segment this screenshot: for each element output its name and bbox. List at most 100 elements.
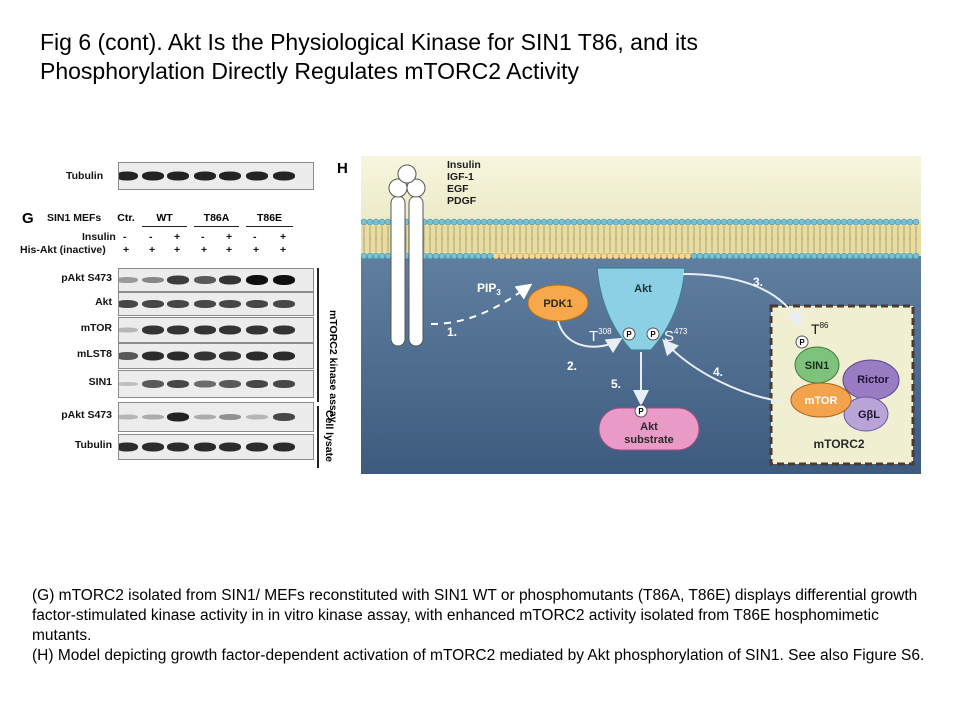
lipid-head-outer (486, 218, 494, 226)
lipid-head-inner (864, 252, 872, 260)
band-lane-4 (194, 300, 216, 308)
panel-g-western-blot: Tubulin G SIN1 MEFs Insulin His-Akt (ina… (0, 150, 340, 480)
lipid-head-outer (582, 218, 590, 226)
lipid-head-outer (426, 218, 434, 226)
lipid-head-outer (810, 218, 818, 226)
pip3-lipid-head (630, 252, 638, 260)
pip3-lipid-head (492, 252, 500, 260)
blot-label-pakt-s473-1: pAkt S473 (61, 272, 112, 284)
band-lane-1 (119, 171, 138, 181)
lipid-head-outer (720, 218, 728, 226)
pip3-lipid-head (546, 252, 554, 260)
pip3-lipid-head (624, 252, 632, 260)
pip3-lipid-head (648, 252, 656, 260)
his_akt-sign-lane-5: + (226, 244, 233, 256)
lipid-head-outer (840, 218, 848, 226)
blot-label-sin1-5: SIN1 (88, 376, 112, 388)
blot-label-pakt-s473-6: pAkt S473 (61, 409, 112, 421)
blot-label-mlst8-4: mLST8 (76, 348, 112, 360)
lipid-head-inner (912, 252, 920, 260)
arrow-step-1 (430, 283, 533, 325)
p-label-s473: P (650, 330, 656, 339)
growth-factor-igf1: IGF-1 (447, 171, 474, 183)
lipid-head-inner (828, 252, 836, 260)
mtorc2-label: mTORC2 (813, 437, 864, 451)
akt-substrate-protein (598, 407, 700, 451)
step-2-label: 2. (567, 359, 577, 373)
pip3-lipid-head (534, 252, 542, 260)
lipid-head-outer (798, 218, 806, 226)
step-5-label: 5. (611, 377, 621, 391)
lipid-head-outer (504, 218, 512, 226)
band-lane-5 (219, 171, 241, 181)
lipid-head-outer (630, 218, 638, 226)
his_akt-sign-lane-3: + (174, 244, 181, 256)
t308-label: T308 (589, 327, 612, 345)
band-lane-5 (219, 325, 241, 335)
pip3-lipid-head (570, 252, 578, 260)
lipid-head-outer (702, 218, 710, 226)
lipid-head-inner (876, 252, 884, 260)
lipid-head-outer (678, 218, 686, 226)
pip3-lipid-head (666, 252, 674, 260)
lipid-head-outer (528, 218, 536, 226)
pdk1-label: PDK1 (543, 298, 572, 310)
lipid-head-inner (762, 252, 770, 260)
caption-h: (H) Model depicting growth factor-depend… (32, 647, 925, 664)
panel-h-letter: H (337, 160, 348, 177)
pip3-lipid-head (516, 252, 524, 260)
lipid-head-outer (366, 218, 374, 226)
band-lane-2 (142, 351, 164, 361)
band-lane-2 (142, 171, 164, 181)
lipid-head-outer (672, 218, 680, 226)
band-lane-1 (119, 352, 138, 360)
lipid-head-outer (522, 218, 530, 226)
lipid-head-outer (432, 218, 440, 226)
lipid-head-inner (486, 252, 494, 260)
lipid-head-inner (888, 252, 896, 260)
band-lane-6 (246, 442, 268, 452)
band-lane-6 (246, 300, 268, 308)
lipid-head-inner (840, 252, 848, 260)
lipid-head-inner (732, 252, 740, 260)
lipid-head-outer (462, 218, 470, 226)
lipid-head-outer (468, 218, 476, 226)
lipid-head-inner (834, 252, 842, 260)
group-header-ctr: Ctr. (117, 212, 135, 224)
lipid-head-outer (744, 218, 752, 226)
lipid-head-outer (576, 218, 584, 226)
group-header-t86a: T86A (203, 212, 230, 224)
insulin-sign-lane-3: + (174, 231, 181, 243)
insulin-sign-lane-4: - (201, 231, 205, 243)
his_akt-sign-lane-7: + (280, 244, 287, 256)
pip3-label: PIP3 (477, 281, 501, 297)
mtor-label: mTOR (805, 395, 838, 407)
band-lane-5 (219, 351, 241, 361)
lipid-head-outer (594, 218, 602, 226)
arrow-step-3 (682, 273, 802, 328)
insulin-sign-lane-2: - (149, 231, 153, 243)
group-header-wt: WT (156, 212, 173, 224)
lipid-head-outer (588, 218, 596, 226)
band-lane-2 (142, 325, 164, 335)
lipid-head-inner (852, 252, 860, 260)
rictor-label: Rictor (857, 374, 890, 386)
band-lane-7 (273, 380, 295, 388)
lipid-head-outer (912, 218, 920, 226)
lipid-head-inner (696, 252, 704, 260)
blot-label-mtor-3: mTOR (80, 322, 112, 334)
pip3-lipid-head (600, 252, 608, 260)
lipid-head-outer (492, 218, 500, 226)
lipid-head-inner (372, 252, 380, 260)
band-lane-4 (194, 171, 216, 181)
band-lane-2 (142, 300, 164, 308)
bracket-kinase-assay (317, 268, 319, 402)
lipid-head-inner (426, 252, 434, 260)
band-lane-7 (273, 413, 295, 421)
lipid-head-inner (366, 252, 374, 260)
band-lane-6 (246, 380, 268, 388)
gbl-protein (843, 396, 889, 432)
lipid-head-outer (786, 218, 794, 226)
lipid-head-outer (361, 218, 368, 226)
